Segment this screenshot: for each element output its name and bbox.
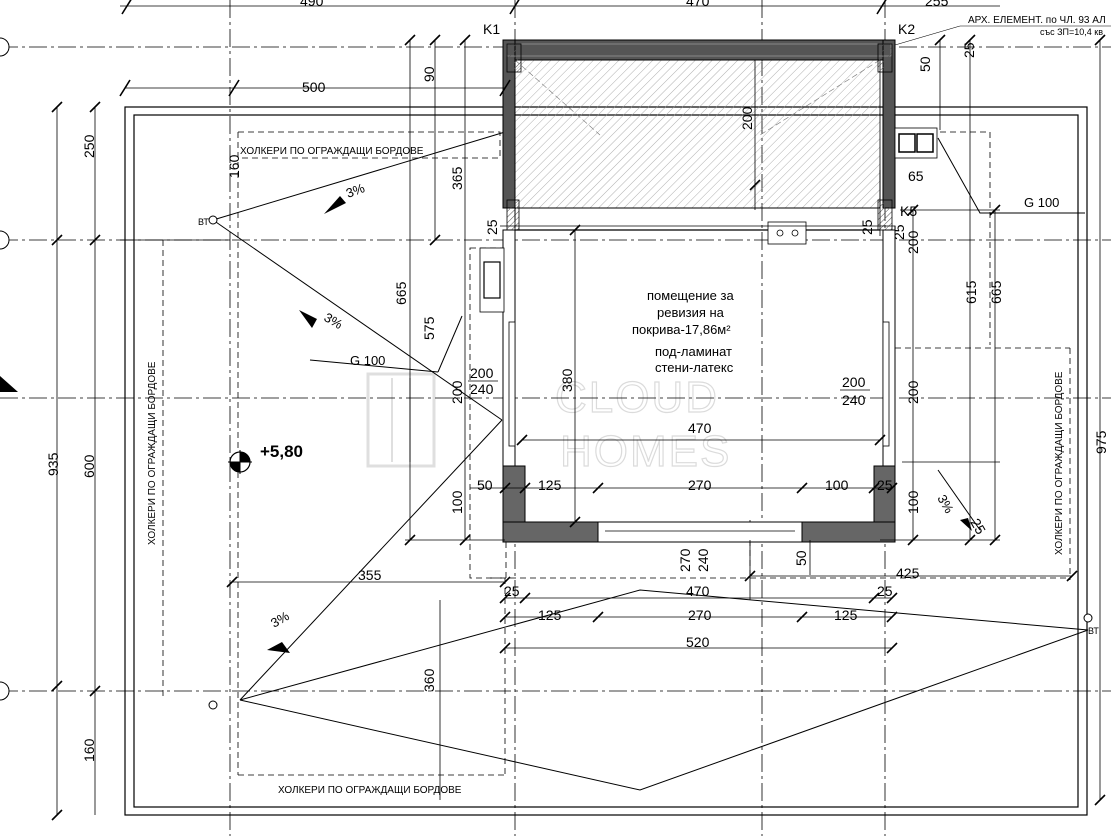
dim-25-top-k5: 25 <box>891 224 907 240</box>
axis-k5: K5 <box>900 203 917 219</box>
arch-note-line1: АРХ. ЕЛЕМЕНТ. по ЧЛ. 93 АЛ <box>968 15 1106 26</box>
dim-v50: 50 <box>793 550 809 566</box>
dim-65: 65 <box>908 168 924 184</box>
axis-k2: K2 <box>898 21 915 37</box>
dim-b25-left: 25 <box>504 583 520 599</box>
dim-360: 360 <box>421 668 437 692</box>
room-name-line2: ревизия на <box>657 305 725 320</box>
dim-b125-left: 125 <box>538 607 562 623</box>
dim-b25-right: 25 <box>877 583 893 599</box>
holkeri-note-bottom: ХОЛКЕРИ ПО ОГРАЖДАЩИ БОРДОВЕ <box>278 785 462 796</box>
win-left-bot: 240 <box>470 381 494 397</box>
dim-500: 500 <box>302 79 326 95</box>
dim-b470: 470 <box>686 583 710 599</box>
watermark: CLOUD HOMES <box>366 372 731 477</box>
downpipe-label-1: ВТ <box>198 217 209 227</box>
watermark-line2: HOMES <box>560 427 731 476</box>
axis-bubbles <box>0 37 10 701</box>
dim-975: 975 <box>1093 430 1109 454</box>
dim-top-470: 470 <box>686 0 710 9</box>
room-name-line3: покрива-17,86м² <box>632 322 731 337</box>
dimension-texts: 490 470 255 500 250 160 90 365 665 575 2… <box>45 0 1109 762</box>
win-right-top: 200 <box>842 374 866 390</box>
slope-label-1: 3% <box>344 180 367 201</box>
dim-b520: 520 <box>686 634 710 650</box>
dim-top-490: 490 <box>300 0 324 9</box>
dim-100-left: 100 <box>449 490 465 514</box>
room-walls: стени-латекс <box>655 360 734 375</box>
dim-200-rt: 200 <box>905 380 921 404</box>
slope-label-4: 3% <box>934 492 957 516</box>
slope-label-3: 3% <box>268 608 292 631</box>
dim-615: 615 <box>963 280 979 304</box>
dim-160-top: 160 <box>226 154 242 178</box>
downpipe-2-icon <box>1083 613 1093 623</box>
holkeri-note-right: ХОЛКЕРИ ПО ОГРАЖДАЩИ БОРДОВЕ <box>1054 371 1065 555</box>
holkeri-note-left: ХОЛКЕРИ ПО ОГРАЖДАЩИ БОРДОВЕ <box>147 361 158 545</box>
dim-b270: 270 <box>688 607 712 623</box>
dim-90: 90 <box>421 66 437 82</box>
arch-note-line2: със ЗП=10,4 кв <box>1040 27 1103 37</box>
win-right-bot: 240 <box>842 392 866 408</box>
dim-365: 365 <box>449 166 465 190</box>
watermark-line1: CLOUD <box>555 373 719 422</box>
slope-label-2: 3% <box>322 310 346 333</box>
gutter-label-right: G 100 <box>1024 195 1059 210</box>
dim-355: 355 <box>358 567 382 583</box>
downpipes <box>208 215 1093 710</box>
dim-665-right: 665 <box>988 280 1004 304</box>
drainage-lines <box>212 131 1089 791</box>
dim-b125-right: 125 <box>834 607 858 623</box>
axis-k1: K1 <box>483 21 500 37</box>
dim-600: 600 <box>81 454 97 478</box>
dim-c270: 270 <box>688 477 712 493</box>
dim-100-right: 100 <box>905 490 921 514</box>
dim-935: 935 <box>45 452 61 476</box>
dim-575: 575 <box>421 316 437 340</box>
section-marker <box>0 376 18 392</box>
downpipe-1-icon <box>208 215 218 225</box>
dim-200-right: 200 <box>905 230 921 254</box>
gutter-label-left: G 100 <box>350 353 385 368</box>
dim-c50: 50 <box>477 477 493 493</box>
dim-v240: 240 <box>695 548 711 572</box>
dim-inner-470: 470 <box>688 420 712 436</box>
dim-380: 380 <box>559 368 575 392</box>
room-label: помещение за ревизия на покрива-17,86м² … <box>632 288 734 375</box>
dim-25-a: 25 <box>484 219 500 235</box>
downpipe-3-icon <box>208 700 218 710</box>
dim-c100: 100 <box>825 477 849 493</box>
dim-200-inner: 200 <box>739 106 755 130</box>
room-name-line1: помещение за <box>647 288 734 303</box>
win-left-top: 200 <box>470 365 494 381</box>
level-elevation: +5,80 <box>260 442 303 461</box>
room-floor: под-ламинат <box>655 344 732 359</box>
dim-25-top: 25 <box>961 42 977 58</box>
dim-top-255: 255 <box>925 0 949 9</box>
downpipe-label-2: ВТ <box>1088 626 1099 636</box>
dimension-ticks <box>51 0 1106 821</box>
dim-50-top: 50 <box>917 56 933 72</box>
dim-425: 425 <box>896 565 920 581</box>
dim-c25: 25 <box>877 477 893 493</box>
level-marker <box>228 450 252 474</box>
dim-c125: 125 <box>538 477 562 493</box>
holkeri-note-top: ХОЛКЕРИ ПО ОГРАЖДАЩИ БОРДОВЕ <box>240 146 424 157</box>
dimension-lines <box>56 5 1101 815</box>
dim-200-left-vert: 200 <box>449 380 465 404</box>
room <box>479 39 938 543</box>
dim-250: 250 <box>81 134 97 158</box>
slope-arrows <box>267 196 972 653</box>
dim-25-slope: 25 <box>967 516 989 538</box>
dim-665-left: 665 <box>393 281 409 305</box>
dim-25-k5: 25 <box>859 219 875 235</box>
dim-v270: 270 <box>677 548 693 572</box>
dim-160-bot: 160 <box>81 738 97 762</box>
